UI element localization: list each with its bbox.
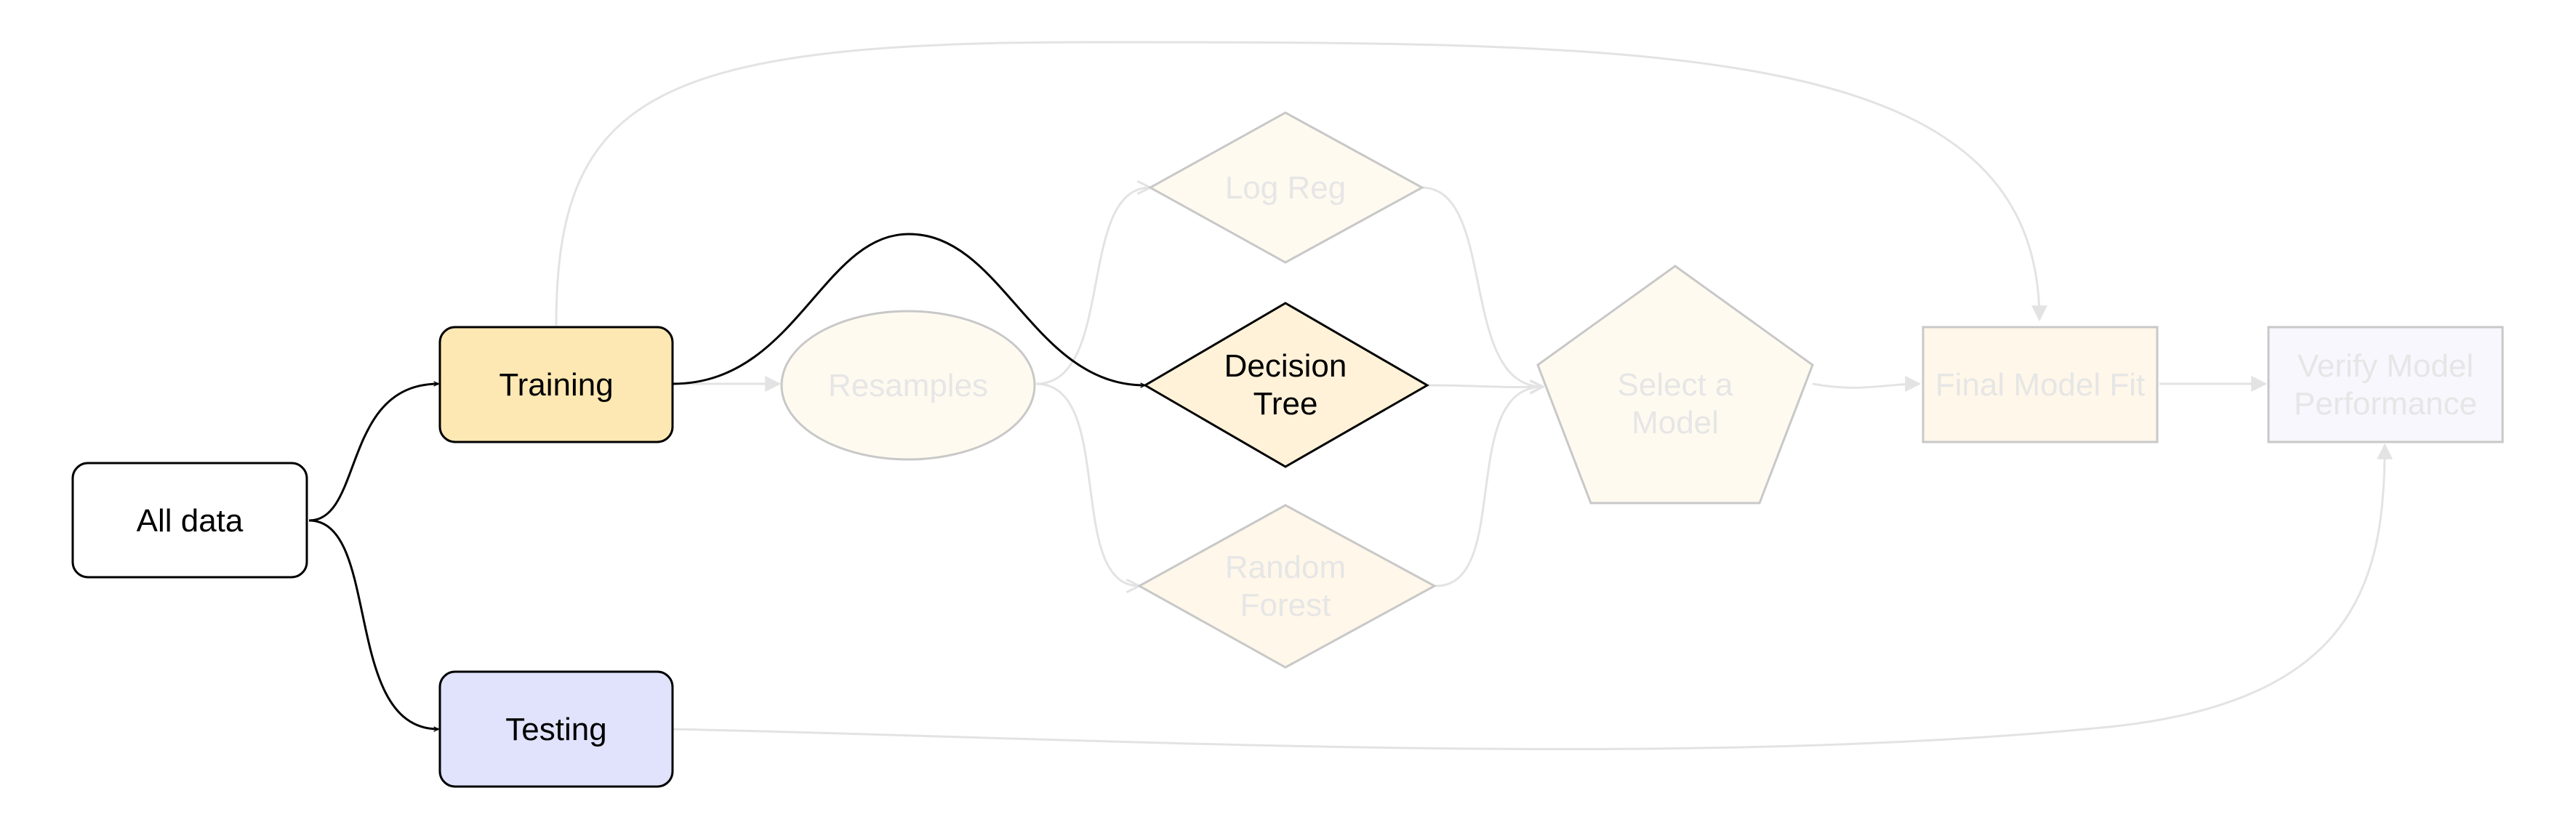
edge-select-final-fit xyxy=(1812,376,1922,393)
node-verify-model-performance-shape xyxy=(2267,326,2504,443)
node-log-reg-shape xyxy=(1147,111,1425,264)
edge-testing-verify xyxy=(672,443,2393,750)
node-decision-tree[interactable]: Decision Tree xyxy=(1143,302,1430,468)
node-decision-tree-label-line1: Decision xyxy=(1224,348,1347,384)
edge-alldata-testing xyxy=(308,519,438,729)
faded-edges xyxy=(555,41,2393,750)
edge-alldata-training xyxy=(308,384,438,522)
edge-training-final-fit xyxy=(555,41,2047,326)
node-select-model-label-line1: Select a xyxy=(1618,367,1734,403)
node-verify-label-line2: Performance xyxy=(2294,386,2477,422)
node-random-forest-label-line2: Forest xyxy=(1240,587,1331,623)
node-training-shape xyxy=(438,326,674,443)
node-verify-model-performance[interactable]: Verify Model Performance xyxy=(2267,326,2504,443)
node-testing-label: Testing xyxy=(505,712,606,747)
node-resamples-label: Resamples xyxy=(828,368,988,403)
edge-training-decisiontree xyxy=(672,233,1145,385)
node-resamples[interactable]: Resamples xyxy=(780,310,1036,461)
node-log-reg[interactable]: Log Reg xyxy=(1147,111,1425,264)
node-training[interactable]: Training xyxy=(438,326,674,443)
node-random-forest[interactable]: Random Forest xyxy=(1136,504,1437,669)
node-training-label: Training xyxy=(499,367,613,403)
node-decision-tree-shape xyxy=(1143,302,1430,468)
edge-resamples-logreg xyxy=(1035,188,1150,385)
node-select-model[interactable]: Select a Model xyxy=(1536,265,1814,505)
edge-logreg-select xyxy=(1421,186,1543,387)
edge-randomforest-select xyxy=(1435,387,1543,587)
node-final-model-fit-shape xyxy=(1922,326,2159,443)
node-testing[interactable]: Testing xyxy=(438,670,674,788)
active-edges xyxy=(308,233,1145,729)
node-final-model-fit-label: Final Model Fit xyxy=(1935,367,2146,403)
node-final-model-fit[interactable]: Final Model Fit xyxy=(1922,326,2159,443)
node-decision-tree-label-line2: Tree xyxy=(1253,386,1318,422)
node-resamples-shape xyxy=(780,310,1036,461)
edge-decisiontree-select xyxy=(1428,385,1543,387)
node-all-data[interactable]: All data xyxy=(71,462,308,579)
node-verify-label-line1: Verify Model xyxy=(2298,348,2473,384)
node-select-model-shape xyxy=(1536,265,1814,505)
node-random-forest-label-line1: Random xyxy=(1225,550,1346,585)
node-select-model-label-line2: Model xyxy=(1632,405,1719,441)
node-log-reg-label: Log Reg xyxy=(1225,170,1346,206)
node-all-data-label: All data xyxy=(137,503,244,539)
node-random-forest-shape xyxy=(1136,504,1437,669)
node-testing-shape xyxy=(438,670,674,788)
edge-resamples-randomforest xyxy=(1035,382,1139,586)
